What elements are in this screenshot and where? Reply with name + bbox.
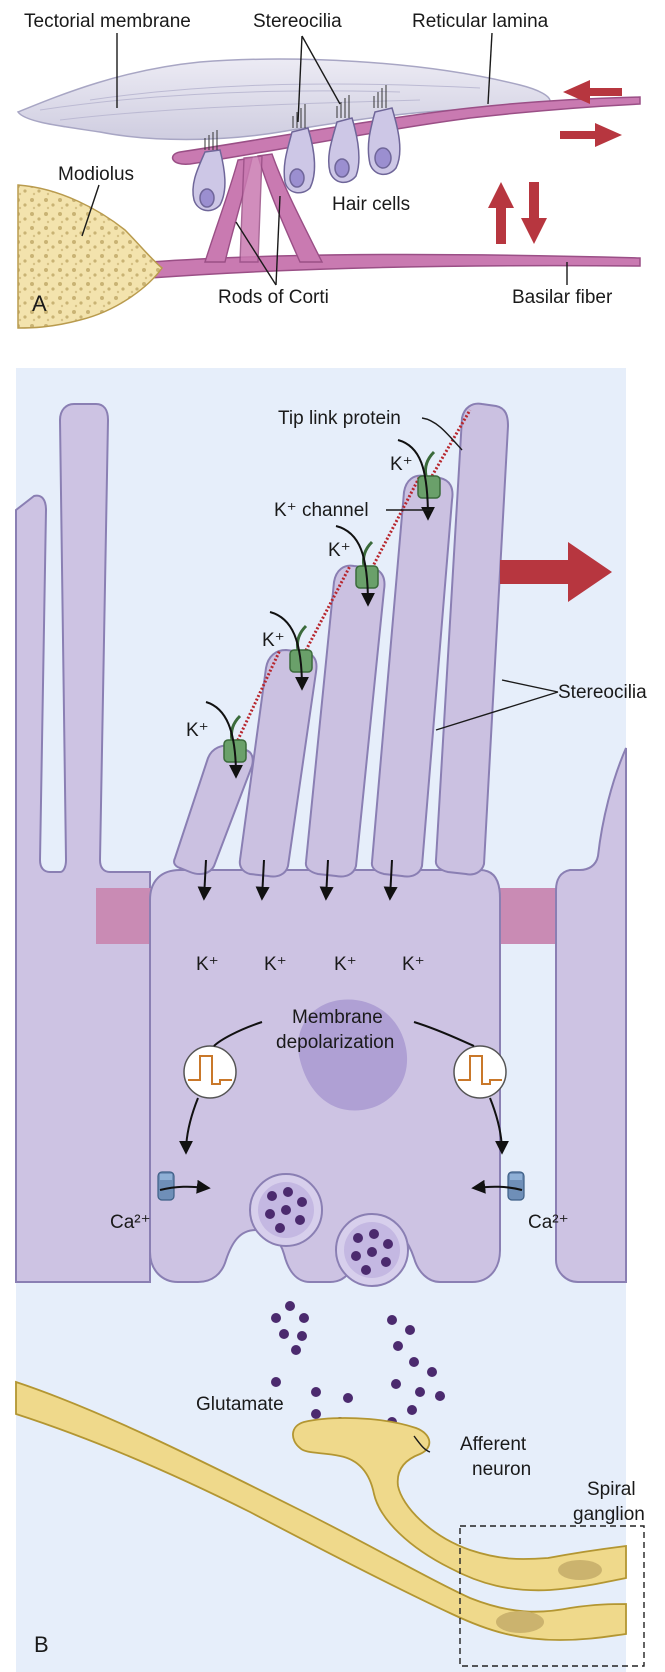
label-hair-cells: Hair cells [332, 194, 410, 215]
left-junction [96, 888, 154, 944]
label-tectorial-membrane: Tectorial membrane [24, 11, 191, 32]
ca-channel-right [507, 1171, 525, 1201]
stereocilium-5 [434, 402, 510, 876]
label-afferent-line1: Afferent [460, 1434, 527, 1455]
stereocilium-4 [370, 474, 454, 878]
label-glutamate: Glutamate [196, 1394, 284, 1415]
label-membrane-line1: Membrane [292, 1007, 383, 1028]
label-ca-left: Ca²⁺ [110, 1212, 151, 1233]
ca-channel-left [157, 1171, 175, 1201]
spiral-ganglion-box [459, 1525, 645, 1667]
label-k-plus-6: K⁺ [264, 954, 287, 975]
leaders-b [386, 417, 559, 1453]
panel-a-tag: A [32, 291, 47, 316]
ganglion-nucleus-lower [496, 1611, 544, 1633]
stereocilium-3 [304, 564, 386, 878]
label-k-plus-4: K⁺ [186, 720, 209, 741]
rods-of-corti [204, 153, 324, 263]
motion-arrows-a [488, 80, 622, 244]
label-k-plus-5: K⁺ [196, 954, 219, 975]
label-k-plus-3: K⁺ [262, 630, 285, 651]
label-stereocilia-a: Stereocilia [253, 11, 342, 32]
label-afferent-line2: neuron [472, 1459, 531, 1480]
k-influx-arrows [197, 439, 435, 901]
synaptic-vesicles [249, 1173, 409, 1287]
panel-b: Tip link protein K⁺ K⁺ channel K⁺ K⁺ K⁺ … [15, 368, 647, 1672]
stereocilia-tufts [204, 85, 387, 150]
deflection-arrow [500, 542, 612, 602]
ganglion-nucleus-upper [558, 1560, 602, 1580]
label-k-plus-1: K⁺ [390, 454, 413, 475]
depolarization-indicators [179, 1021, 509, 1155]
k-channel-4 [417, 450, 441, 499]
label-spiral-line1: Spiral [587, 1479, 636, 1500]
glutamate-molecules [271, 1301, 445, 1427]
nucleus [298, 999, 408, 1111]
label-k-plus-2: K⁺ [328, 540, 351, 561]
label-reticular-lamina: Reticular lamina [412, 11, 549, 32]
afferent-neuron [15, 1380, 627, 1641]
label-rods-of-corti: Rods of Corti [218, 287, 329, 308]
tip-links [234, 409, 472, 745]
panel-b-tag: B [34, 1632, 49, 1657]
label-modiolus: Modiolus [58, 164, 134, 185]
right-junction [496, 888, 558, 944]
right-neighbor-cell [555, 747, 627, 1283]
label-spiral-line2: ganglion [573, 1504, 645, 1525]
label-ca-right: Ca²⁺ [528, 1212, 569, 1233]
central-axon [15, 1380, 627, 1641]
panel-a: Tectorial membrane Stereocilia Reticular… [16, 11, 641, 329]
leaders-a [81, 32, 568, 286]
label-k-plus-7: K⁺ [334, 954, 357, 975]
ca-channels [157, 1171, 525, 1201]
left-neighbor-cell [15, 403, 151, 1283]
label-basilar-fiber: Basilar fiber [512, 287, 613, 308]
label-k-channel: K⁺ channel [274, 500, 369, 521]
stereocilium-2 [238, 648, 318, 878]
label-stereocilia-b: Stereocilia [558, 682, 647, 703]
label-k-plus-8: K⁺ [402, 954, 425, 975]
label-tip-link-protein: Tip link protein [278, 408, 401, 429]
label-membrane-line2: depolarization [276, 1032, 394, 1053]
hair-cells [192, 107, 401, 212]
stereocilia-bundle [173, 402, 510, 878]
